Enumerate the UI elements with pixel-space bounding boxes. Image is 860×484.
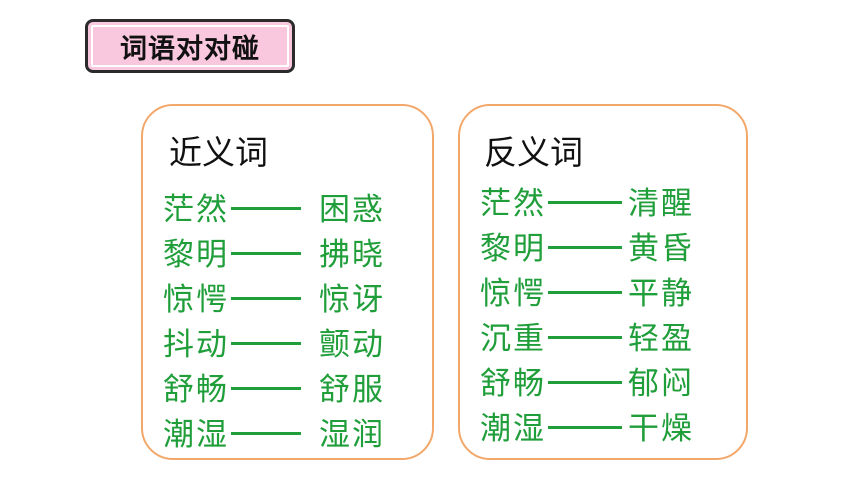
pair-connector-dash xyxy=(231,252,301,255)
pair-word: 黎明 xyxy=(480,231,546,267)
antonyms-card: 反义词 茫然 清醒 黎明 黄昏 惊愕 平静 沉重 轻盈 xyxy=(458,104,748,460)
pair-connector-dash xyxy=(548,246,622,249)
synonym-pair: 黎明 拂晓 xyxy=(163,229,385,274)
pair-match: 拂晓 xyxy=(319,237,385,273)
pair-match: 惊讶 xyxy=(319,282,385,318)
pair-connector-dash xyxy=(231,432,301,435)
synonym-pair: 茫然 困惑 xyxy=(163,184,385,229)
synonyms-list: 茫然 困惑 黎明 拂晓 惊愕 惊讶 抖动 颤动 舒畅 xyxy=(163,184,385,454)
pair-word: 惊愕 xyxy=(163,282,229,318)
synonyms-card: 近义词 茫然 困惑 黎明 拂晓 惊愕 惊讶 抖动 颤动 xyxy=(141,104,434,460)
section-title: 词语对对碰 xyxy=(120,33,260,65)
pair-match: 干燥 xyxy=(628,411,694,447)
pair-connector-dash xyxy=(231,387,301,390)
synonym-pair: 抖动 颤动 xyxy=(163,319,385,364)
antonym-pair: 黎明 黄昏 xyxy=(480,223,694,268)
pair-match: 清醒 xyxy=(628,186,694,222)
pair-match: 郁闷 xyxy=(628,366,694,402)
pair-match: 困惑 xyxy=(319,192,385,228)
pair-connector-dash xyxy=(548,291,622,294)
pair-word: 惊愕 xyxy=(480,276,546,312)
pair-word: 沉重 xyxy=(480,321,546,357)
pair-word: 舒畅 xyxy=(163,372,229,408)
pair-word: 抖动 xyxy=(163,327,229,363)
pair-connector-dash xyxy=(231,297,301,300)
synonyms-heading: 近义词 xyxy=(169,133,268,172)
pair-word: 潮湿 xyxy=(163,417,229,453)
antonym-pair: 舒畅 郁闷 xyxy=(480,358,694,403)
pair-connector-dash xyxy=(548,336,622,339)
pair-connector-dash xyxy=(548,201,622,204)
antonym-pair: 沉重 轻盈 xyxy=(480,313,694,358)
pair-match: 舒服 xyxy=(319,372,385,408)
pair-word: 潮湿 xyxy=(480,411,546,447)
pair-word: 黎明 xyxy=(163,237,229,273)
antonym-pair: 潮湿 干燥 xyxy=(480,403,694,448)
pair-connector-dash xyxy=(231,342,301,345)
synonym-pair: 惊愕 惊讶 xyxy=(163,274,385,319)
pair-match: 黄昏 xyxy=(628,231,694,267)
pair-match: 轻盈 xyxy=(628,321,694,357)
synonym-pair: 潮湿 湿润 xyxy=(163,409,385,454)
section-title-badge: 词语对对碰 xyxy=(85,19,295,73)
antonym-pair: 茫然 清醒 xyxy=(480,178,694,223)
pair-word: 茫然 xyxy=(163,192,229,228)
antonyms-list: 茫然 清醒 黎明 黄昏 惊愕 平静 沉重 轻盈 舒畅 xyxy=(480,178,694,448)
antonym-pair: 惊愕 平静 xyxy=(480,268,694,313)
pair-word: 舒畅 xyxy=(480,366,546,402)
synonym-pair: 舒畅 舒服 xyxy=(163,364,385,409)
pair-connector-dash xyxy=(231,207,301,210)
pair-match: 湿润 xyxy=(319,417,385,453)
pair-word: 茫然 xyxy=(480,186,546,222)
pair-match: 颤动 xyxy=(319,327,385,363)
antonyms-heading: 反义词 xyxy=(484,133,583,172)
pair-connector-dash xyxy=(548,381,622,384)
pair-connector-dash xyxy=(548,426,622,429)
pair-match: 平静 xyxy=(628,276,694,312)
